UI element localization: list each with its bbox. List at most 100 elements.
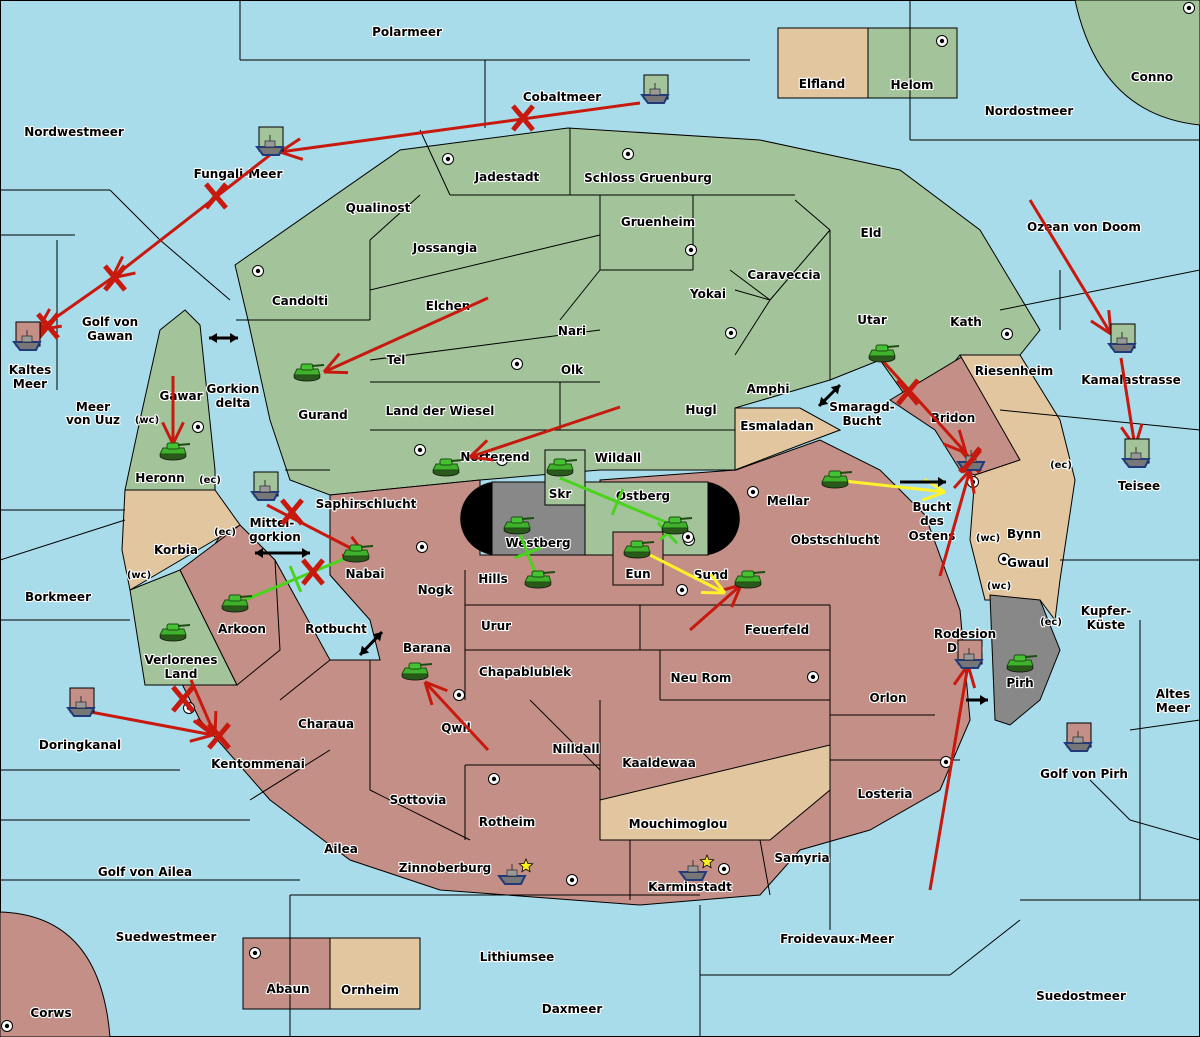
land-label: Hills bbox=[478, 572, 508, 586]
supply-center-icon bbox=[192, 421, 204, 433]
army-tank-icon[interactable] bbox=[868, 344, 900, 363]
coast-label: (ec) bbox=[199, 475, 221, 486]
region-border bbox=[159, 239, 231, 301]
land-label: Elchen bbox=[426, 299, 471, 313]
region-border bbox=[999, 269, 1200, 311]
sea-label: Bucht bbox=[912, 500, 951, 514]
army-tank-icon[interactable] bbox=[293, 363, 325, 382]
move-order-arrow bbox=[161, 376, 185, 445]
army-tank-icon[interactable] bbox=[432, 458, 464, 477]
army-tank-icon[interactable] bbox=[734, 570, 766, 589]
land-label: Nari bbox=[558, 324, 586, 338]
sea-label: Altes bbox=[1156, 687, 1190, 701]
helom[interactable] bbox=[867, 27, 958, 99]
land-label: Utar bbox=[857, 313, 887, 327]
units bbox=[12, 74, 1151, 885]
land-label: Gwaul bbox=[1007, 556, 1049, 570]
conno[interactable] bbox=[1074, 0, 1200, 126]
sea-label: Rotbucht bbox=[305, 622, 367, 636]
supply-center-icon bbox=[718, 863, 730, 875]
star-icon bbox=[699, 853, 715, 869]
army-tank-icon[interactable] bbox=[221, 594, 253, 613]
region-border bbox=[559, 269, 601, 321]
sea-label: Daxmeer bbox=[542, 1002, 603, 1016]
fleet-unit-icon[interactable] bbox=[1107, 323, 1137, 353]
ornheim[interactable] bbox=[329, 937, 421, 1010]
land-label: Gruenheim bbox=[621, 215, 695, 229]
failed-order-x-icon bbox=[103, 264, 127, 292]
fleet-unit-icon[interactable] bbox=[255, 126, 285, 156]
gawar-peninsula[interactable] bbox=[124, 309, 216, 491]
region-border bbox=[734, 289, 771, 301]
coast-label: (ec) bbox=[214, 527, 236, 538]
army-tank-icon[interactable] bbox=[546, 458, 578, 477]
army-tank-icon[interactable] bbox=[159, 442, 191, 461]
land-label: Jadestadt bbox=[474, 170, 540, 184]
fleet-unit-icon[interactable] bbox=[1063, 722, 1093, 752]
land-label: Feuerfeld bbox=[745, 623, 810, 637]
sea-label: Suedwestmeer bbox=[116, 930, 217, 944]
supply-center-icon bbox=[1183, 2, 1195, 14]
land-label: Jossangia bbox=[412, 241, 477, 255]
move-order-arrow bbox=[79, 708, 214, 743]
army-tank-icon[interactable] bbox=[503, 516, 535, 535]
region-border bbox=[0, 519, 126, 561]
region-border bbox=[769, 229, 831, 301]
supply-center-icon bbox=[940, 756, 952, 768]
land-label: Ailea bbox=[324, 842, 358, 856]
region-border bbox=[949, 919, 1021, 976]
esmaladan[interactable] bbox=[734, 407, 842, 471]
supply-center-icon bbox=[488, 773, 500, 785]
region-border bbox=[529, 699, 601, 771]
region-border bbox=[794, 199, 831, 231]
land-label: Ostberg bbox=[616, 489, 670, 503]
sea-label: Rodesion bbox=[934, 627, 996, 641]
sea-label: Golf von Pirh bbox=[1040, 767, 1128, 781]
region-border bbox=[369, 329, 601, 361]
fleet-unit-icon[interactable] bbox=[956, 448, 986, 474]
land-label: Nilldall bbox=[552, 742, 599, 756]
failed-order-x-icon bbox=[896, 378, 920, 406]
fleet-unit-icon[interactable] bbox=[497, 857, 534, 885]
region-border bbox=[369, 789, 471, 841]
land-label: Orlon bbox=[869, 691, 906, 705]
failed-order-x-icon bbox=[301, 558, 325, 586]
fleet-unit-icon[interactable] bbox=[12, 321, 42, 351]
region-border bbox=[279, 659, 331, 701]
land-label: Eun bbox=[625, 567, 650, 581]
supply-center-icon bbox=[747, 486, 759, 498]
army-tank-icon[interactable] bbox=[1006, 654, 1038, 673]
corws[interactable] bbox=[0, 911, 111, 1037]
fleet-unit-icon[interactable] bbox=[66, 687, 96, 717]
sea-label: Kaltes bbox=[9, 363, 52, 377]
land-label: Tel bbox=[387, 353, 406, 367]
army-tank-icon[interactable] bbox=[401, 662, 433, 681]
fleet-unit-icon[interactable] bbox=[954, 639, 984, 669]
fleet-unit-icon[interactable] bbox=[678, 853, 715, 881]
army-tank-icon[interactable] bbox=[661, 516, 693, 535]
army-tank-icon[interactable] bbox=[159, 623, 191, 642]
supply-center-icon bbox=[936, 35, 948, 47]
fleet-unit-icon[interactable] bbox=[640, 74, 670, 104]
land-label: Sottovia bbox=[390, 793, 447, 807]
army-tank-icon[interactable] bbox=[342, 544, 374, 563]
fleet-unit-icon[interactable] bbox=[250, 471, 280, 501]
land-label: Caraveccia bbox=[747, 268, 820, 282]
land-label: Korbia bbox=[154, 543, 198, 557]
sea-label: Froidevaux-Meer bbox=[780, 932, 894, 946]
land-label: Amphi bbox=[746, 382, 789, 396]
land-label: Pirh bbox=[1006, 676, 1033, 690]
army-tank-icon[interactable] bbox=[821, 470, 853, 489]
supply-center-icon bbox=[566, 874, 578, 886]
army-tank-icon[interactable] bbox=[524, 570, 556, 589]
fleet-unit-icon[interactable] bbox=[1121, 438, 1151, 468]
retreat-arrow-icon bbox=[817, 383, 842, 408]
army-tank-icon[interactable] bbox=[623, 540, 655, 559]
coast-label: (ec) bbox=[1040, 617, 1062, 628]
region-border bbox=[734, 299, 771, 356]
riesenheim-bynn-gwaul[interactable] bbox=[959, 354, 1076, 622]
land-label: Skr bbox=[549, 487, 572, 501]
region-border bbox=[1129, 719, 1200, 731]
korbia[interactable] bbox=[121, 489, 241, 591]
sea-label: Ostens bbox=[909, 529, 956, 543]
